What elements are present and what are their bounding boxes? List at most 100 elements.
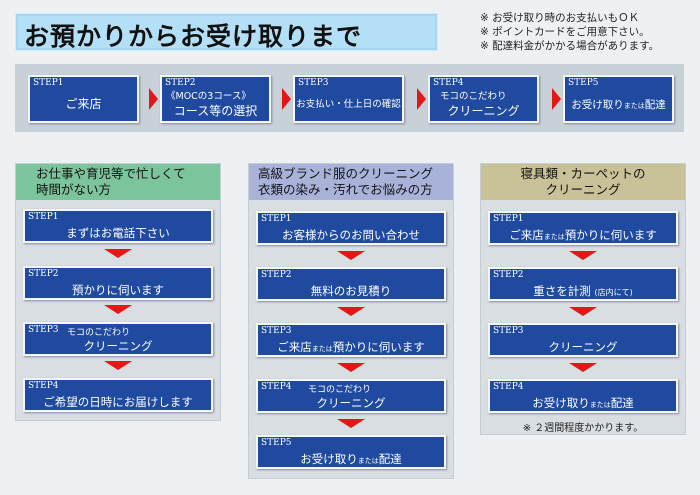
- header-line: 衣類の染み・汚れでお悩みの方: [258, 182, 433, 197]
- arrow-down-icon: [569, 363, 597, 372]
- header-line: お仕事や育児等で忙しくて: [36, 166, 186, 181]
- column-step: STEP1 まずはお電話下さい: [23, 209, 213, 243]
- step-text: クリーニング: [548, 340, 618, 354]
- arrow-down-icon: [569, 251, 597, 260]
- step-text: ご来店: [65, 97, 102, 111]
- arrow-right-icon: [282, 88, 291, 110]
- step-label: STEP5: [261, 438, 292, 448]
- arrow-down-icon: [337, 363, 365, 372]
- step-sub: モコのこだわり: [308, 385, 372, 395]
- step-label: STEP4: [433, 78, 464, 88]
- step-or: または: [357, 457, 379, 465]
- step-text: ご来店または預かりに伺います: [258, 339, 444, 355]
- column-header: 高級ブランド服のクリーニング 衣類の染み・汚れでお悩みの方: [249, 164, 453, 200]
- step-or: または: [623, 102, 645, 110]
- header-line: 寝具類・カーペットの: [520, 166, 646, 181]
- header-line: クリーニング: [545, 182, 621, 197]
- main-step-5: STEP5 お受け取りまたは配達: [563, 75, 674, 123]
- column-step: STEP1 ご来店または預かりに伺います: [488, 211, 678, 245]
- note-delivery-fee: ※ 配達料金がかかる場合があります。: [480, 40, 660, 52]
- step-label: STEP2: [493, 270, 524, 280]
- arrow-right-icon: [149, 88, 158, 110]
- step-label: STEP1: [28, 212, 59, 222]
- column-step: STEP2 無料のお見積り: [256, 267, 446, 301]
- step-text: ご来店または預かりに伺います: [490, 227, 676, 243]
- arrow-down-icon: [569, 307, 597, 316]
- step-or: または: [543, 233, 565, 241]
- step-text-b: 配達: [644, 99, 666, 111]
- arrow-down-icon: [337, 307, 365, 316]
- arrow-right-icon: [552, 88, 561, 110]
- column-step: STEP3 クリーニング: [488, 323, 678, 357]
- column-note: ※ ２週間程度かかります。: [522, 423, 644, 434]
- step-label: STEP2: [165, 78, 196, 88]
- header-line: 時間がない方: [36, 182, 112, 197]
- column-step: STEP4 モコのこだわりクリーニング: [256, 379, 446, 413]
- arrow-right-icon: [417, 88, 426, 110]
- step-label: STEP3: [28, 325, 59, 335]
- step-text-a: お受け取り: [532, 396, 590, 410]
- step-text: 預かりに伺います: [72, 283, 164, 297]
- main-step-2: STEP2 《MOCの3コース》 コース等の選択: [160, 75, 271, 123]
- step-text: 無料のお見積り: [310, 284, 392, 298]
- arrow-down-icon: [337, 419, 365, 428]
- step-or: または: [589, 401, 611, 409]
- main-step-3: STEP3 お支払い・仕上日の確認: [293, 75, 404, 123]
- step-text-b: 預かりに伺います: [332, 340, 425, 354]
- step-text: クリーニング: [83, 339, 153, 353]
- column-busy: お仕事や育児等で忙しくて 時間がない方 STEP1 まずはお電話下さい STEP2…: [15, 163, 221, 421]
- step-text: お客様からのお問い合わせ: [282, 228, 420, 242]
- step-label: STEP5: [568, 78, 599, 88]
- column-header: 寝具類・カーペットの クリーニング: [481, 164, 685, 200]
- note-payment: ※ お受け取り時のお支払いもＯＫ: [480, 12, 640, 24]
- step-text: クリーニング: [316, 396, 386, 410]
- step-sub: モコのこだわり: [440, 91, 507, 102]
- step-text-main: 重さを計測: [533, 284, 591, 298]
- step-text-a: ご来店: [277, 340, 312, 354]
- step-label: STEP3: [298, 78, 329, 88]
- notes: ※ お受け取り時のお支払いもＯＫ ※ ポイントカードをご用意下さい。 ※ 配達料…: [480, 11, 659, 53]
- step-label: STEP2: [261, 270, 292, 280]
- column-step: STEP3 ご来店または預かりに伺います: [256, 323, 446, 357]
- step-or: または: [311, 345, 333, 353]
- step-text: お受け取りまたは配達: [565, 97, 672, 112]
- arrow-down-icon: [337, 251, 365, 260]
- column-step: STEP5 お受け取りまたは配達: [256, 435, 446, 469]
- step-text-a: お受け取り: [571, 99, 624, 111]
- main-step-1: STEP1 ご来店: [28, 75, 139, 123]
- step-label: STEP2: [28, 269, 59, 279]
- step-text: まずはお電話下さい: [66, 226, 170, 240]
- step-text: お支払い・仕上日の確認: [296, 99, 401, 110]
- note-point-card: ※ ポイントカードをご用意下さい。: [480, 26, 650, 38]
- step-text-a: ご来店: [509, 228, 544, 242]
- step-label: STEP1: [493, 214, 524, 224]
- column-step: STEP4 ご希望の日時にお届けします: [23, 378, 213, 412]
- step-text: クリーニング: [447, 104, 520, 118]
- header-line: 高級ブランド服のクリーニング: [258, 166, 434, 181]
- step-label: STEP4: [493, 382, 524, 392]
- arrow-down-icon: [104, 361, 132, 370]
- step-text-a: お受け取り: [300, 452, 358, 466]
- arrow-down-icon: [104, 249, 132, 258]
- step-text-b: 配達: [378, 452, 402, 466]
- step-label: STEP4: [261, 382, 292, 392]
- page-title: お預かりからお受け取りまで: [15, 13, 438, 51]
- arrow-down-icon: [104, 305, 132, 314]
- step-sub: 《MOCの3コース》: [166, 91, 251, 102]
- main-step-4: STEP4 モコのこだわり クリーニング: [428, 75, 539, 123]
- step-text: コース等の選択: [173, 104, 258, 118]
- step-text: ご希望の日時にお届けします: [43, 395, 193, 409]
- main-steps-bar: STEP1 ご来店 STEP2 《MOCの3コース》 コース等の選択 STEP3…: [15, 64, 684, 132]
- step-label: STEP4: [28, 381, 59, 391]
- step-label: STEP3: [261, 326, 292, 336]
- step-label: STEP3: [493, 326, 524, 336]
- step-text: お受け取りまたは配達: [490, 395, 676, 411]
- column-header: お仕事や育児等で忙しくて 時間がない方: [16, 164, 220, 200]
- step-text: お受け取りまたは配達: [258, 451, 444, 467]
- step-text-b: 預かりに伺います: [564, 228, 657, 242]
